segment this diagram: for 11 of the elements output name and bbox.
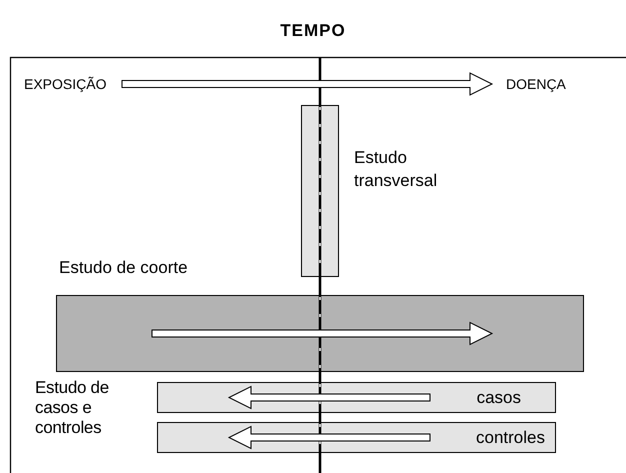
study-box xyxy=(301,105,339,277)
study-label: Estudo de casos e controles xyxy=(35,378,110,438)
stage-label: DOENÇA xyxy=(506,76,566,92)
study-label: Estudo transversal xyxy=(354,147,438,192)
group-label: controles xyxy=(476,428,545,448)
study-label: Estudo de coorte xyxy=(59,258,188,278)
study-box xyxy=(56,295,584,372)
group-label: casos xyxy=(476,388,521,408)
stage-label: EXPOSIÇÃO xyxy=(24,76,106,92)
arrow xyxy=(122,72,494,96)
title: TEMPO xyxy=(279,21,347,41)
